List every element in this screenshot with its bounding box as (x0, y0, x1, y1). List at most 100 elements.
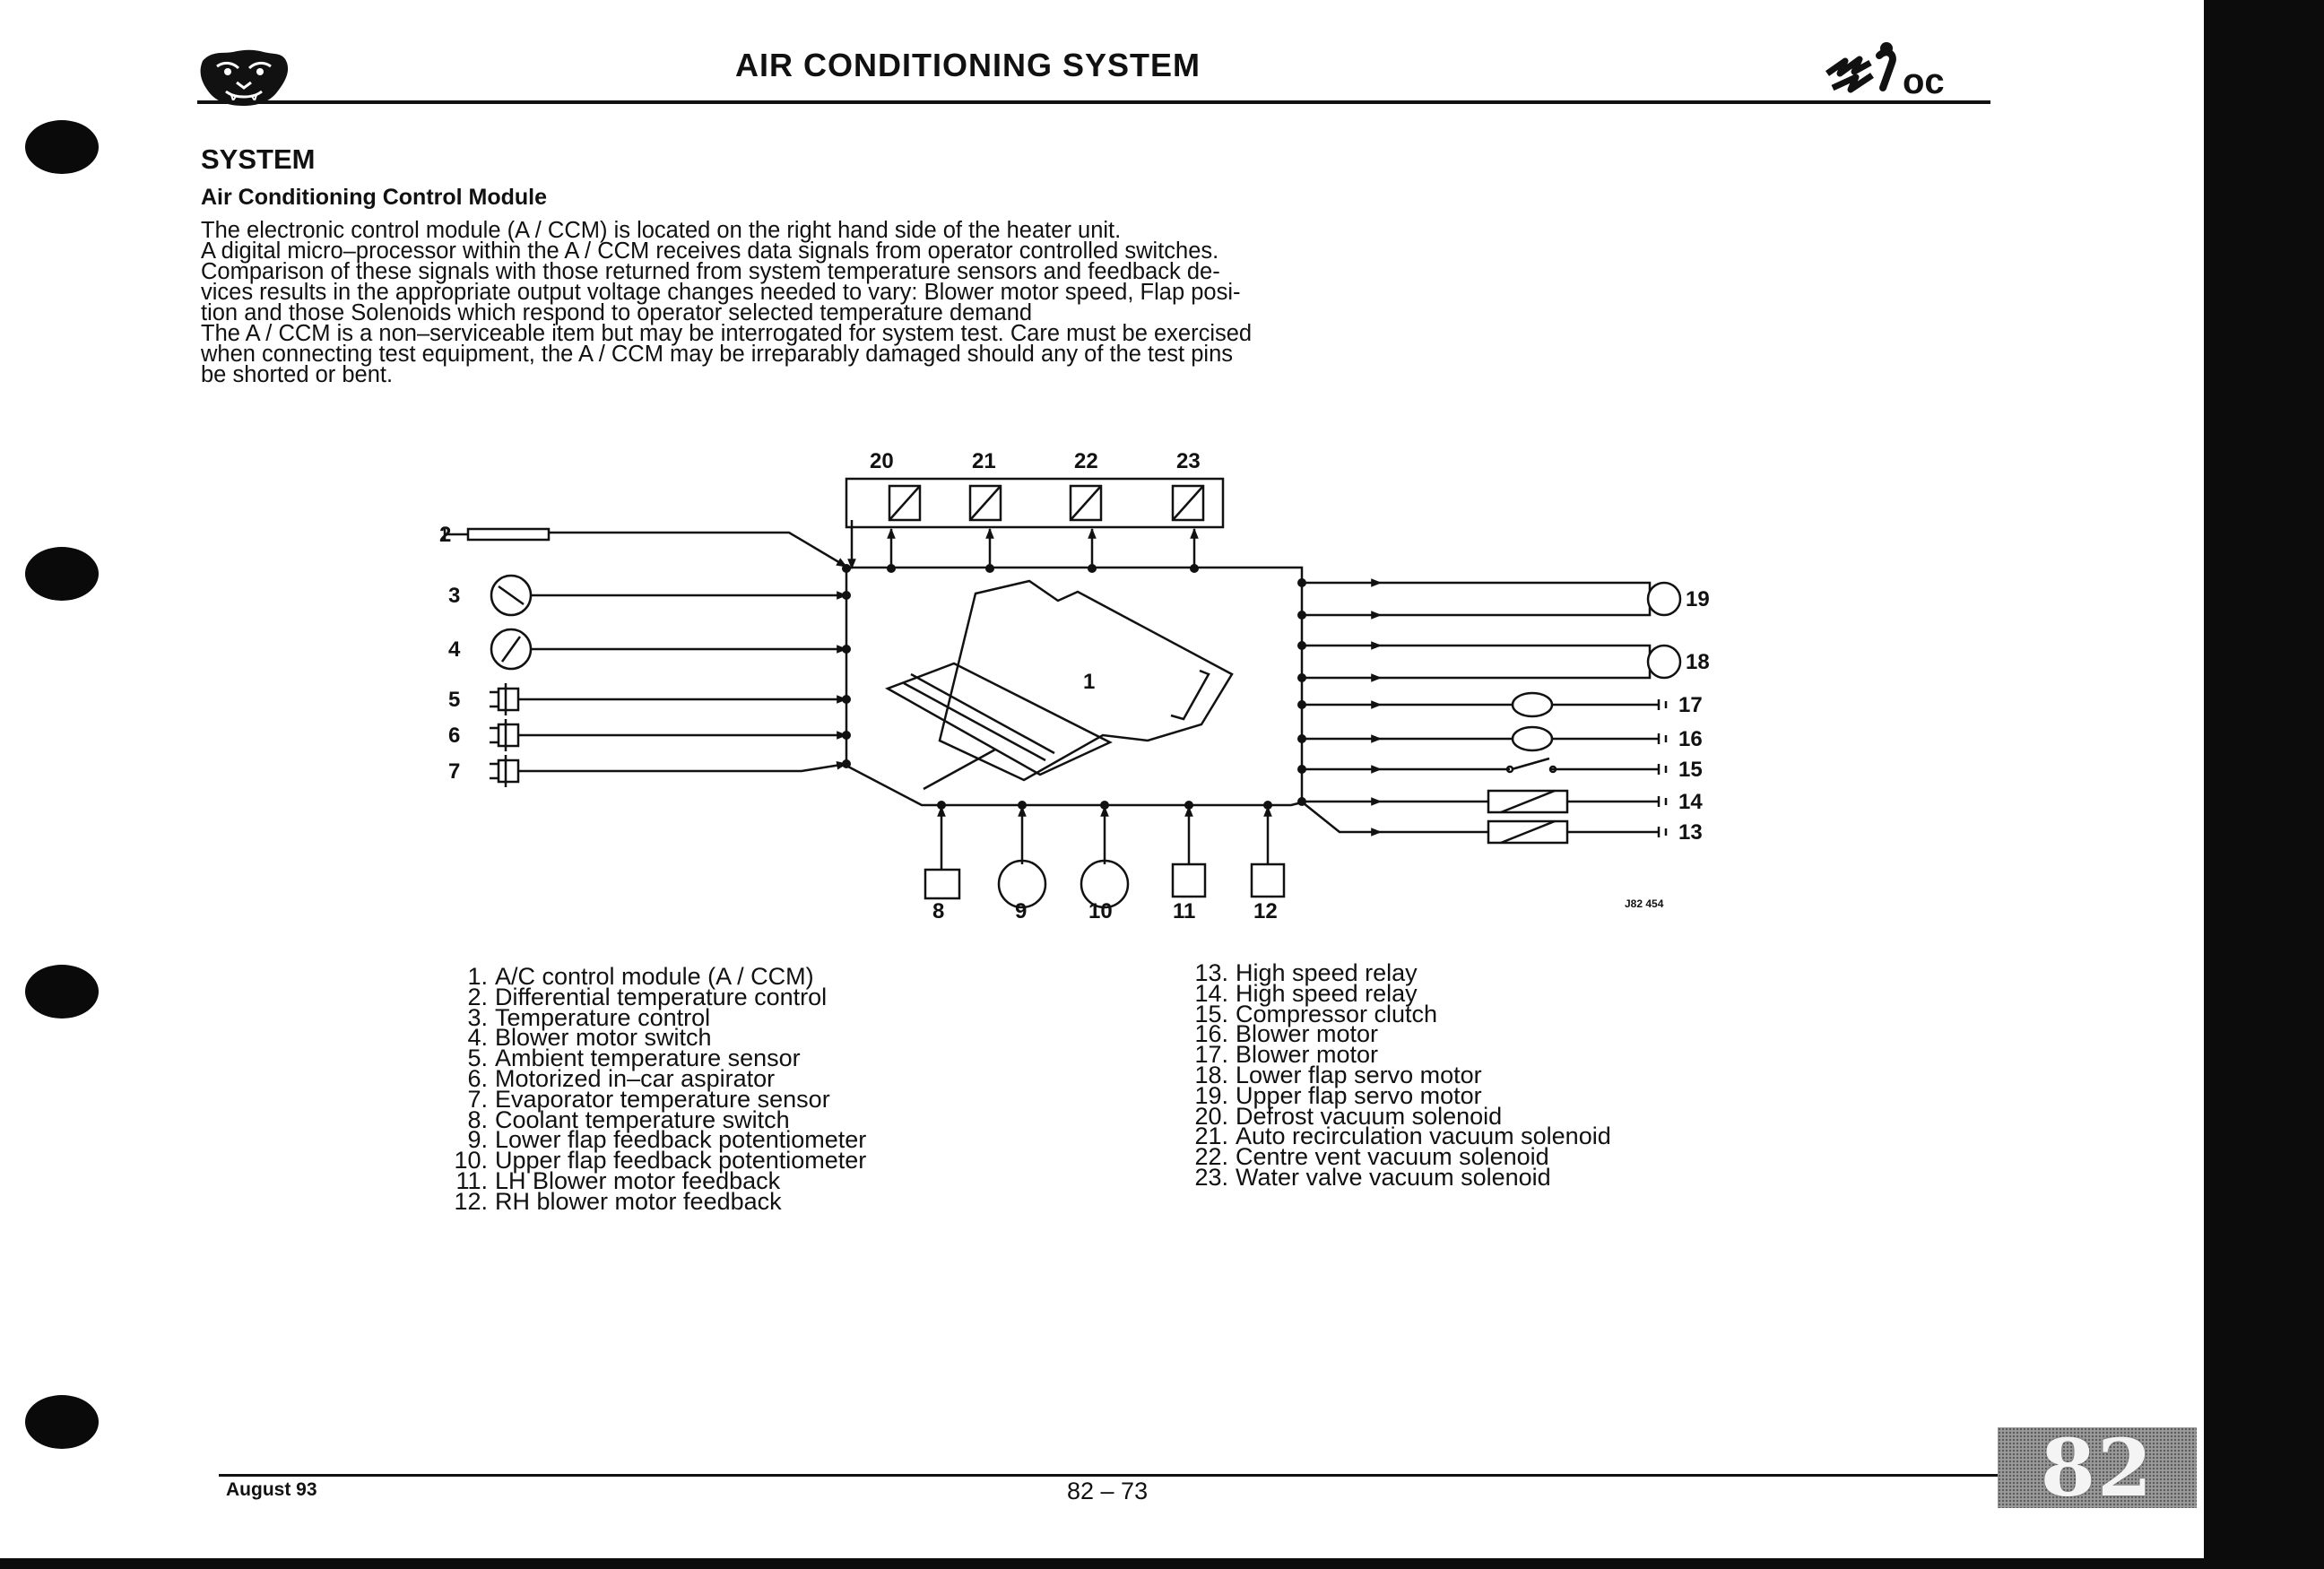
callout-label: 23 (1176, 449, 1201, 473)
upper-flap-servo-symbol (1646, 581, 1682, 617)
legend-number: 1. (467, 963, 488, 990)
blower-motor-switch-symbol (490, 628, 533, 671)
subheading: Air Conditioning Control Module (201, 185, 548, 210)
legend-text: Compressor clutch (1236, 1000, 1438, 1027)
legend-number: 6. (467, 1064, 488, 1092)
legend-text: Differential temperature control (495, 983, 828, 1010)
rh-blower-feedback-symbol (1250, 863, 1286, 898)
punch-hole (25, 120, 99, 174)
callout-label: 16 (1678, 727, 1703, 751)
blower-motor-17-symbol (1511, 691, 1554, 718)
legend-number: 9. (467, 1126, 488, 1154)
legend-item: 23.Water valve vacuum solenoid (1162, 1163, 1611, 1191)
callout-label: 14 (1678, 790, 1703, 814)
legend-item: 7.Evaporator temperature sensor (421, 1085, 866, 1113)
callout-label: 19 (1686, 587, 1710, 611)
callout-label: 5 (448, 688, 460, 712)
callout-label: 20 (870, 449, 894, 473)
legend-text: Blower motor (1236, 1041, 1379, 1069)
legend-number: 20. (1194, 1102, 1228, 1130)
callout-label: 3 (448, 584, 460, 608)
page-number: 82 – 73 (1067, 1478, 1149, 1504)
legend-item: 11.LH Blower motor feedback (421, 1166, 866, 1194)
legend-number: 2. (467, 983, 488, 1010)
legend-text: RH blower motor feedback (495, 1187, 782, 1215)
legend-number: 22. (1194, 1143, 1228, 1171)
callout-label: 18 (1686, 650, 1710, 674)
legend-number: 17. (1194, 1041, 1228, 1069)
legend-number: 14. (1194, 979, 1228, 1007)
figure-reference: J82 454 (1625, 897, 1664, 910)
junction-dots (842, 564, 1306, 810)
legend-number: 23. (1194, 1163, 1228, 1191)
solenoid-block (845, 477, 1225, 529)
callout-label: 17 (1678, 693, 1703, 717)
legend-item: 20. Defrost vacuum solenoid (1162, 1102, 1611, 1130)
solenoid-20-symbol (888, 484, 922, 522)
legend-item: 8.Coolant temperature switch (421, 1105, 866, 1133)
intro-line: The A / CCM is a non–serviceable item bu… (201, 321, 1253, 346)
solenoid-22-symbol (1069, 484, 1103, 522)
legend-number: 11. (455, 1166, 488, 1194)
intro-line: A digital micro–processor within the A /… (201, 238, 1219, 264)
intro-paragraph: The electronic control module (A / CCM) … (201, 218, 1981, 387)
callout-label: 21 (972, 449, 996, 473)
lower-flap-potentiometer-symbol (997, 859, 1047, 909)
legend-item: 19.Upper flap servo motor (1162, 1081, 1611, 1109)
legend-item: 2. Differential temperature control (421, 983, 866, 1010)
legend-text: Lower flap feedback potentiometer (495, 1126, 867, 1154)
ccm-wiring-diagram: 1 20 21 22 23 2 3 4 5 6 7 8 9 10 11 12 1… (439, 449, 1710, 923)
ac-symbol-suffix: oc (1903, 62, 1945, 101)
lh-blower-feedback-symbol (1171, 863, 1207, 898)
solenoid-23-symbol (1171, 484, 1205, 522)
in-car-aspirator-symbol (490, 719, 531, 751)
legend-text: Lower flap servo motor (1236, 1061, 1482, 1088)
page-title: AIR CONDITIONING SYSTEM (735, 47, 1201, 83)
section-tab: 82 (1998, 1421, 2197, 1514)
intro-line: be shorted or bent. (201, 362, 394, 387)
legend-text: Evaporator temperature sensor (495, 1085, 830, 1113)
intro-line: when connecting test equipment, the A / … (201, 342, 1233, 367)
legend-text: Defrost vacuum solenoid (1236, 1102, 1503, 1130)
legend-number: 7. (467, 1085, 488, 1113)
legend-item: 12.RH blower motor feedback (421, 1187, 866, 1215)
legend-text: Upper flap feedback potentiometer (495, 1147, 867, 1175)
legend-text: Auto recirculation vacuum solenoid (1236, 1123, 1611, 1150)
legend-item: 16.Blower motor (1162, 1020, 1611, 1048)
callout-label: 9 (1015, 899, 1027, 923)
jaguar-growler-logo (200, 49, 289, 106)
high-speed-relay-14-symbol (1487, 789, 1569, 814)
section-tab-number: 82 (2040, 1421, 2155, 1514)
legend-text: Motorized in–car aspirator (495, 1064, 776, 1092)
compressor-clutch-symbol (1381, 757, 1668, 775)
legend-text: High speed relay (1236, 959, 1418, 986)
legend-number: 8. (467, 1105, 488, 1133)
intro-line: The electronic control module (A / CCM) … (201, 218, 1122, 243)
legend-number: 15. (1194, 1000, 1228, 1027)
legend-item: 5.Ambient temperature sensor (421, 1046, 866, 1071)
legend-item: 4.Blower motor switch (421, 1026, 866, 1050)
solenoid-21-symbol (968, 484, 1002, 522)
legend-number: 16. (1194, 1020, 1228, 1048)
blower-motor-16-symbol (1511, 725, 1554, 752)
intro-line: tion and those Solenoids which respond t… (201, 300, 1033, 325)
callout-label: 12 (1253, 899, 1278, 923)
callout-label: 11 (1173, 899, 1195, 923)
legend-number: 3. (467, 1003, 488, 1031)
scan-border-right (2204, 0, 2324, 1569)
callout-label: 10 (1088, 899, 1113, 923)
legend-text: Upper flap servo motor (1236, 1081, 1482, 1109)
legend-item: 21.Auto recirculation vacuum solenoid (1162, 1123, 1611, 1150)
callout-label: 22 (1074, 449, 1098, 473)
legend-number: 18. (1194, 1061, 1228, 1088)
legend-list-right: 13.High speed relay 14.High speed relay … (1162, 959, 1611, 1191)
ambient-temperature-sensor-symbol (490, 683, 531, 715)
legend-item: 10.Upper flap feedback potentiometer (421, 1147, 867, 1175)
punch-hole (25, 547, 99, 601)
legend-item: 1.A/C control module (A / CCM) (421, 963, 866, 990)
legend-text: Centre vent vacuum solenoid (1236, 1143, 1549, 1171)
legend-item: 13.High speed relay (1162, 959, 1611, 986)
legend-item: 15. Compressor clutch (1162, 1000, 1611, 1027)
legend-list-left: 1.A/C control module (A / CCM) 2. Differe… (421, 963, 867, 1215)
legend-number: 12. (454, 1187, 488, 1215)
